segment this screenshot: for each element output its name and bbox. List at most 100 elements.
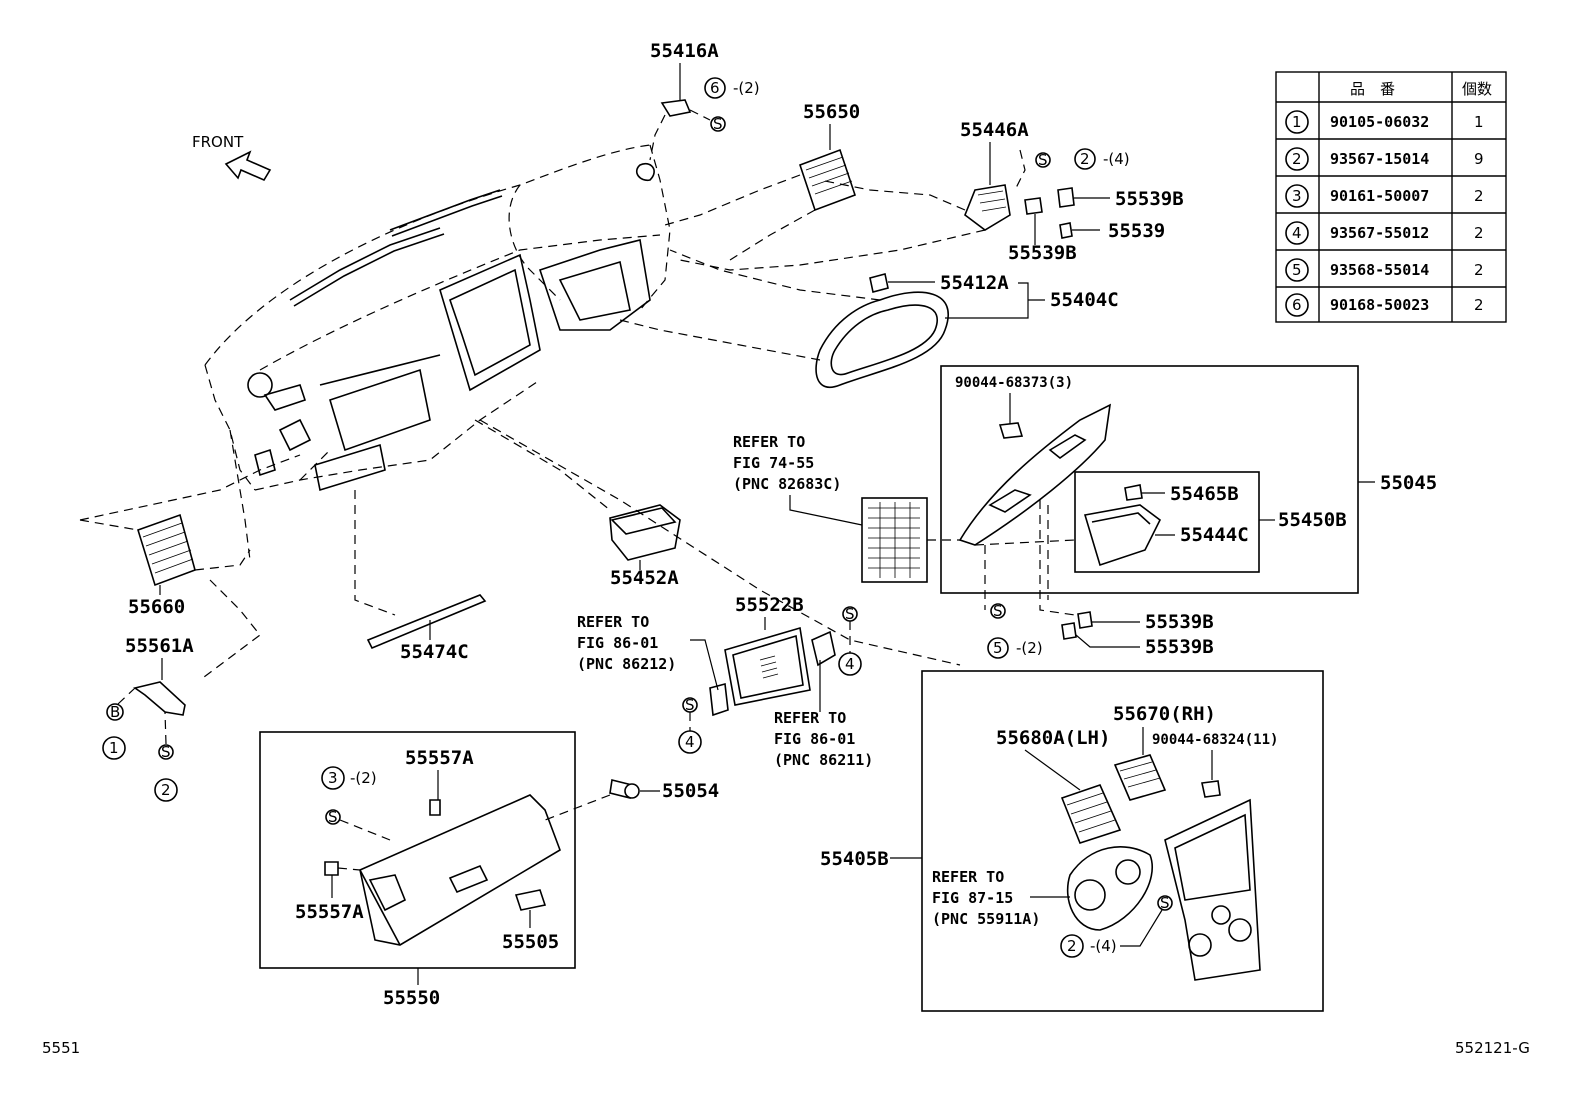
part-number-label: 55054 xyxy=(662,780,719,802)
part-number-label: 55561A xyxy=(125,635,194,657)
table-row: 3 90161-50007 2 xyxy=(1285,184,1484,208)
part-55416A: 55416A S 6 -(2) xyxy=(649,40,760,161)
s-symbol: S xyxy=(328,808,338,826)
part-number-label: 55539B xyxy=(1115,188,1184,210)
part-number-label: 55557A xyxy=(295,901,364,923)
part-number-label: 55660 xyxy=(128,596,185,618)
s-symbol: S xyxy=(1038,151,1048,169)
table-cell-part: 93567-15014 xyxy=(1330,150,1429,168)
part-number-label: 55446A xyxy=(960,119,1029,141)
part-55650: 55650 xyxy=(664,101,860,261)
table-cell-no: 6 xyxy=(1292,296,1302,314)
footer-left: 5551 xyxy=(42,1039,80,1057)
table-cell-no: 2 xyxy=(1292,150,1302,168)
refer-line: REFER TO xyxy=(733,433,805,451)
table-row: 4 93567-55012 2 xyxy=(1285,221,1484,245)
table-cell-part: 90168-50023 xyxy=(1330,296,1429,314)
part-number-label: 55444C xyxy=(1180,524,1249,546)
refer-line: FIG 86-01 xyxy=(577,634,658,652)
assembly-55045: 55045 90044-68373(3) 55450B 55465B 55444… xyxy=(940,365,1437,616)
part-55054: 55054 xyxy=(544,779,719,821)
table-header-part: 品 番 xyxy=(1350,80,1395,98)
table-cell-part: 93567-55012 xyxy=(1330,224,1429,242)
table-cell-no: 4 xyxy=(1292,224,1302,242)
table-cell-no: 3 xyxy=(1292,187,1302,205)
ref-circle-3: 3 xyxy=(328,769,338,787)
qty-note: -(4) xyxy=(1103,150,1130,168)
refer-line: FIG 74-55 xyxy=(733,454,814,472)
s-symbol: S xyxy=(161,743,171,761)
footer-right: 552121-G xyxy=(1455,1039,1530,1057)
table-cell-part: 93568-55014 xyxy=(1330,261,1429,279)
ref-circle-1: 1 xyxy=(109,739,119,757)
qty-note: -(2) xyxy=(1016,639,1043,657)
instrument-panel-assembly xyxy=(204,144,671,561)
part-number-label: 55539 xyxy=(1108,220,1165,242)
front-indicator: FRONT xyxy=(192,133,272,182)
s-symbol: S xyxy=(1160,894,1170,912)
part-number-label: 55045 xyxy=(1380,472,1437,494)
s-symbol: S xyxy=(685,696,695,714)
table-cell-qty: 9 xyxy=(1474,150,1484,168)
ref-circle-4: 4 xyxy=(845,655,855,673)
refer-note-3: REFER TO FIG 86-01 (PNC 86211) xyxy=(774,660,873,769)
refer-line: FIG 86-01 xyxy=(774,730,855,748)
b-symbol: B xyxy=(110,703,120,721)
table-cell-qty: 1 xyxy=(1474,113,1484,131)
fastener-label: 90044-68324(11) xyxy=(1152,732,1278,748)
ref-circle-4: 4 xyxy=(685,733,695,751)
refer-line: (PNC 55911A) xyxy=(932,910,1040,928)
qty-note: -(2) xyxy=(733,79,760,97)
part-number-label: 55522B xyxy=(735,594,804,616)
part-number-label: 55539B xyxy=(1145,611,1214,633)
front-label: FRONT xyxy=(192,133,244,151)
part-number-label: 55670(RH) xyxy=(1113,703,1216,725)
ref-circle-2: 2 xyxy=(1067,937,1077,955)
part-number-label: 55404C xyxy=(1050,289,1119,311)
part-55446A: 55446A S 2 -(4) 55539B 55539B 55539 xyxy=(679,119,1184,271)
table-row: 6 90168-50023 2 xyxy=(1285,293,1484,317)
part-55474C: 55474C xyxy=(354,490,487,663)
part-55539B-lower: S 5 -(2) 55539B 55539B xyxy=(987,602,1214,659)
refer-note-2: REFER TO FIG 86-01 (PNC 86212) xyxy=(577,613,719,691)
assembly-55405B: 55405B 55670(RH) 55680A(LH) 90044-68324(… xyxy=(820,670,1324,1012)
part-number-label: 55650 xyxy=(803,101,860,123)
part-number-label: 55450B xyxy=(1278,509,1347,531)
fastener-label: 90044-68373(3) xyxy=(955,375,1073,391)
part-number-label: 55474C xyxy=(400,641,469,663)
refer-line: (PNC 86212) xyxy=(577,655,676,673)
part-55561A: 55561A B 1 S 2 xyxy=(102,635,194,802)
part-number-label: 55557A xyxy=(405,747,474,769)
refer-line: FIG 87-15 xyxy=(932,889,1013,907)
table-cell-qty: 2 xyxy=(1474,224,1484,242)
part-55660: 55660 xyxy=(79,454,301,681)
refer-line: REFER TO xyxy=(932,868,1004,886)
table-cell-qty: 2 xyxy=(1474,187,1484,205)
table-cell-qty: 2 xyxy=(1474,296,1484,314)
ref-circle-2: 2 xyxy=(161,781,171,799)
refer-line: (PNC 82683C) xyxy=(733,475,841,493)
assembly-55550: 55550 55557A 3 -(2) S 55557A 55505 xyxy=(259,731,576,1009)
s-symbol: S xyxy=(993,602,1003,620)
table-row: 5 93568-55014 2 xyxy=(1285,258,1484,282)
table-header-qty: 個数 xyxy=(1462,80,1492,98)
part-55522B: 55522B S 4 S 4 xyxy=(479,419,961,754)
table-cell-no: 5 xyxy=(1292,261,1302,279)
refer-line: (PNC 86211) xyxy=(774,751,873,769)
table-cell-part: 90105-06032 xyxy=(1330,113,1429,131)
part-55404C: 55412A 55404C xyxy=(619,249,1119,388)
table-cell-no: 1 xyxy=(1292,113,1302,131)
part-number-label: 55539B xyxy=(1145,636,1214,658)
refer-line: REFER TO xyxy=(774,709,846,727)
table-row: 2 93567-15014 9 xyxy=(1285,147,1484,171)
part-number-label: 55505 xyxy=(502,931,559,953)
ref-circle-6: 6 xyxy=(710,79,720,97)
part-number-label: 55550 xyxy=(383,987,440,1009)
part-number-label: 55412A xyxy=(940,272,1009,294)
ref-circle-5: 5 xyxy=(993,639,1003,657)
front-arrow-icon xyxy=(224,150,272,182)
part-number-label: 55416A xyxy=(650,40,719,62)
refer-note-1: REFER TO FIG 74-55 (PNC 82683C) xyxy=(733,433,960,583)
part-number-label: 55680A(LH) xyxy=(996,727,1110,749)
